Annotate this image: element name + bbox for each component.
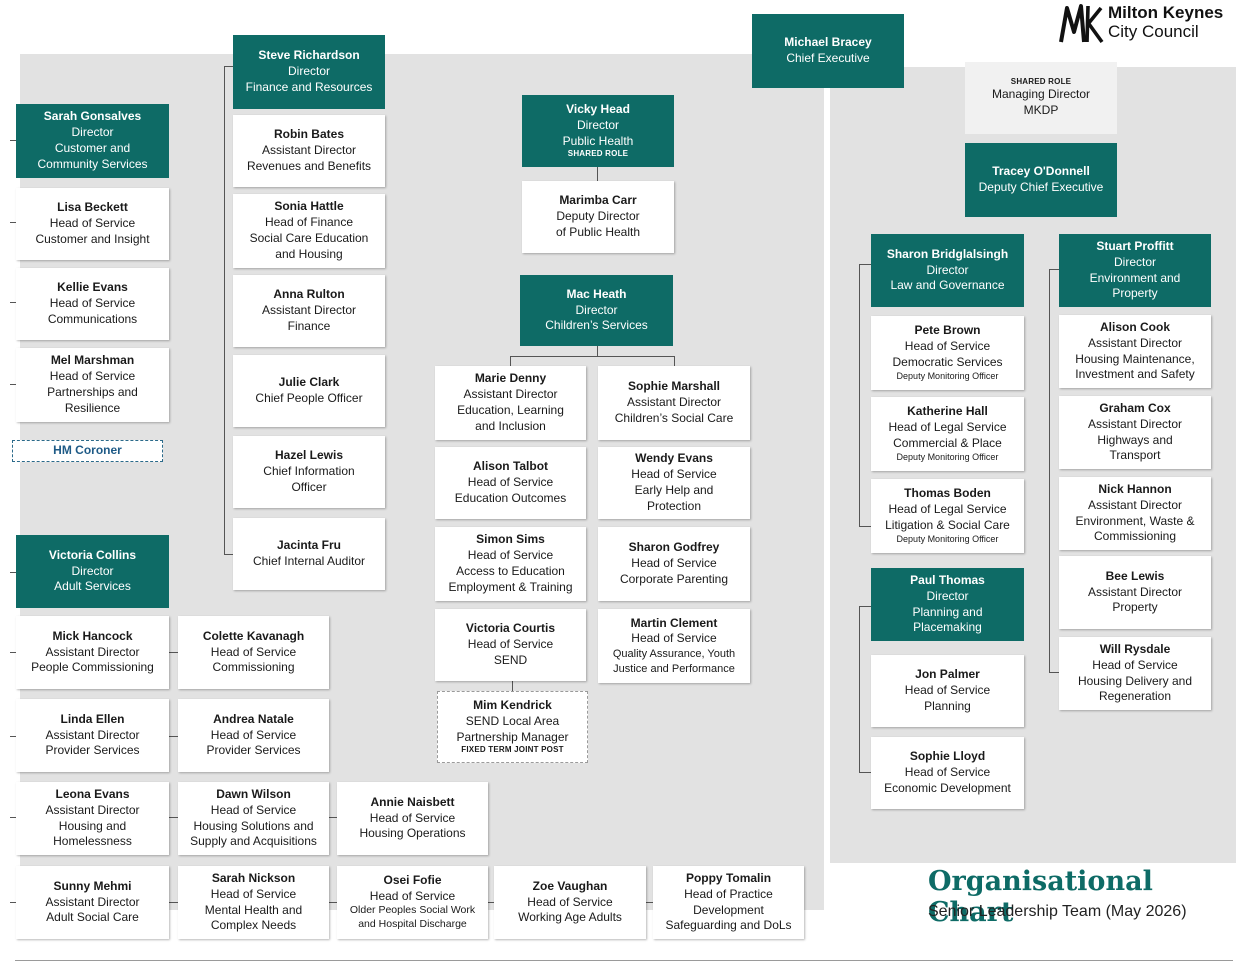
- connector: [10, 302, 16, 303]
- connector: [859, 264, 871, 265]
- connector: [224, 554, 234, 555]
- connector: [10, 384, 16, 385]
- connector: [512, 681, 513, 691]
- connector: [859, 264, 860, 526]
- footer-divider: [15, 960, 1233, 961]
- connector: [169, 902, 178, 903]
- connector: [646, 902, 653, 903]
- connector: [10, 736, 16, 737]
- connector: [224, 66, 225, 554]
- connector: [1049, 269, 1059, 270]
- connector: [827, 88, 829, 908]
- logo-line1: Milton Keynes: [1108, 3, 1224, 22]
- connector: [329, 902, 338, 903]
- connector: [674, 356, 675, 366]
- connector: [597, 346, 598, 356]
- box-hm-coroner: HM Coroner: [12, 440, 163, 462]
- connector: [1049, 269, 1050, 672]
- connector: [224, 66, 234, 67]
- connector: [10, 222, 16, 223]
- connector: [510, 356, 511, 366]
- connector: [10, 817, 16, 818]
- connector: [859, 606, 860, 772]
- connector: [10, 902, 16, 903]
- connector: [597, 167, 598, 181]
- connector: [1049, 672, 1059, 673]
- council-logo: Milton Keynes City Council: [1058, 2, 1243, 46]
- connector: [169, 736, 178, 737]
- connector: [10, 572, 16, 573]
- connector: [10, 652, 16, 653]
- connector: [10, 140, 16, 141]
- page-subtitle: Senior Leadership Team (May 2026): [928, 903, 1187, 920]
- connector: [169, 817, 178, 818]
- logo-line2: City Council: [1108, 22, 1199, 41]
- connector: [510, 356, 674, 357]
- connector: [488, 902, 494, 903]
- connector: [859, 526, 871, 527]
- page-title: Organisational Chart: [928, 866, 1153, 928]
- connector: [859, 772, 871, 773]
- connector: [329, 817, 338, 818]
- mk-logo-mark-icon: [1059, 4, 1104, 44]
- connector: [169, 652, 178, 653]
- connector: [859, 606, 871, 607]
